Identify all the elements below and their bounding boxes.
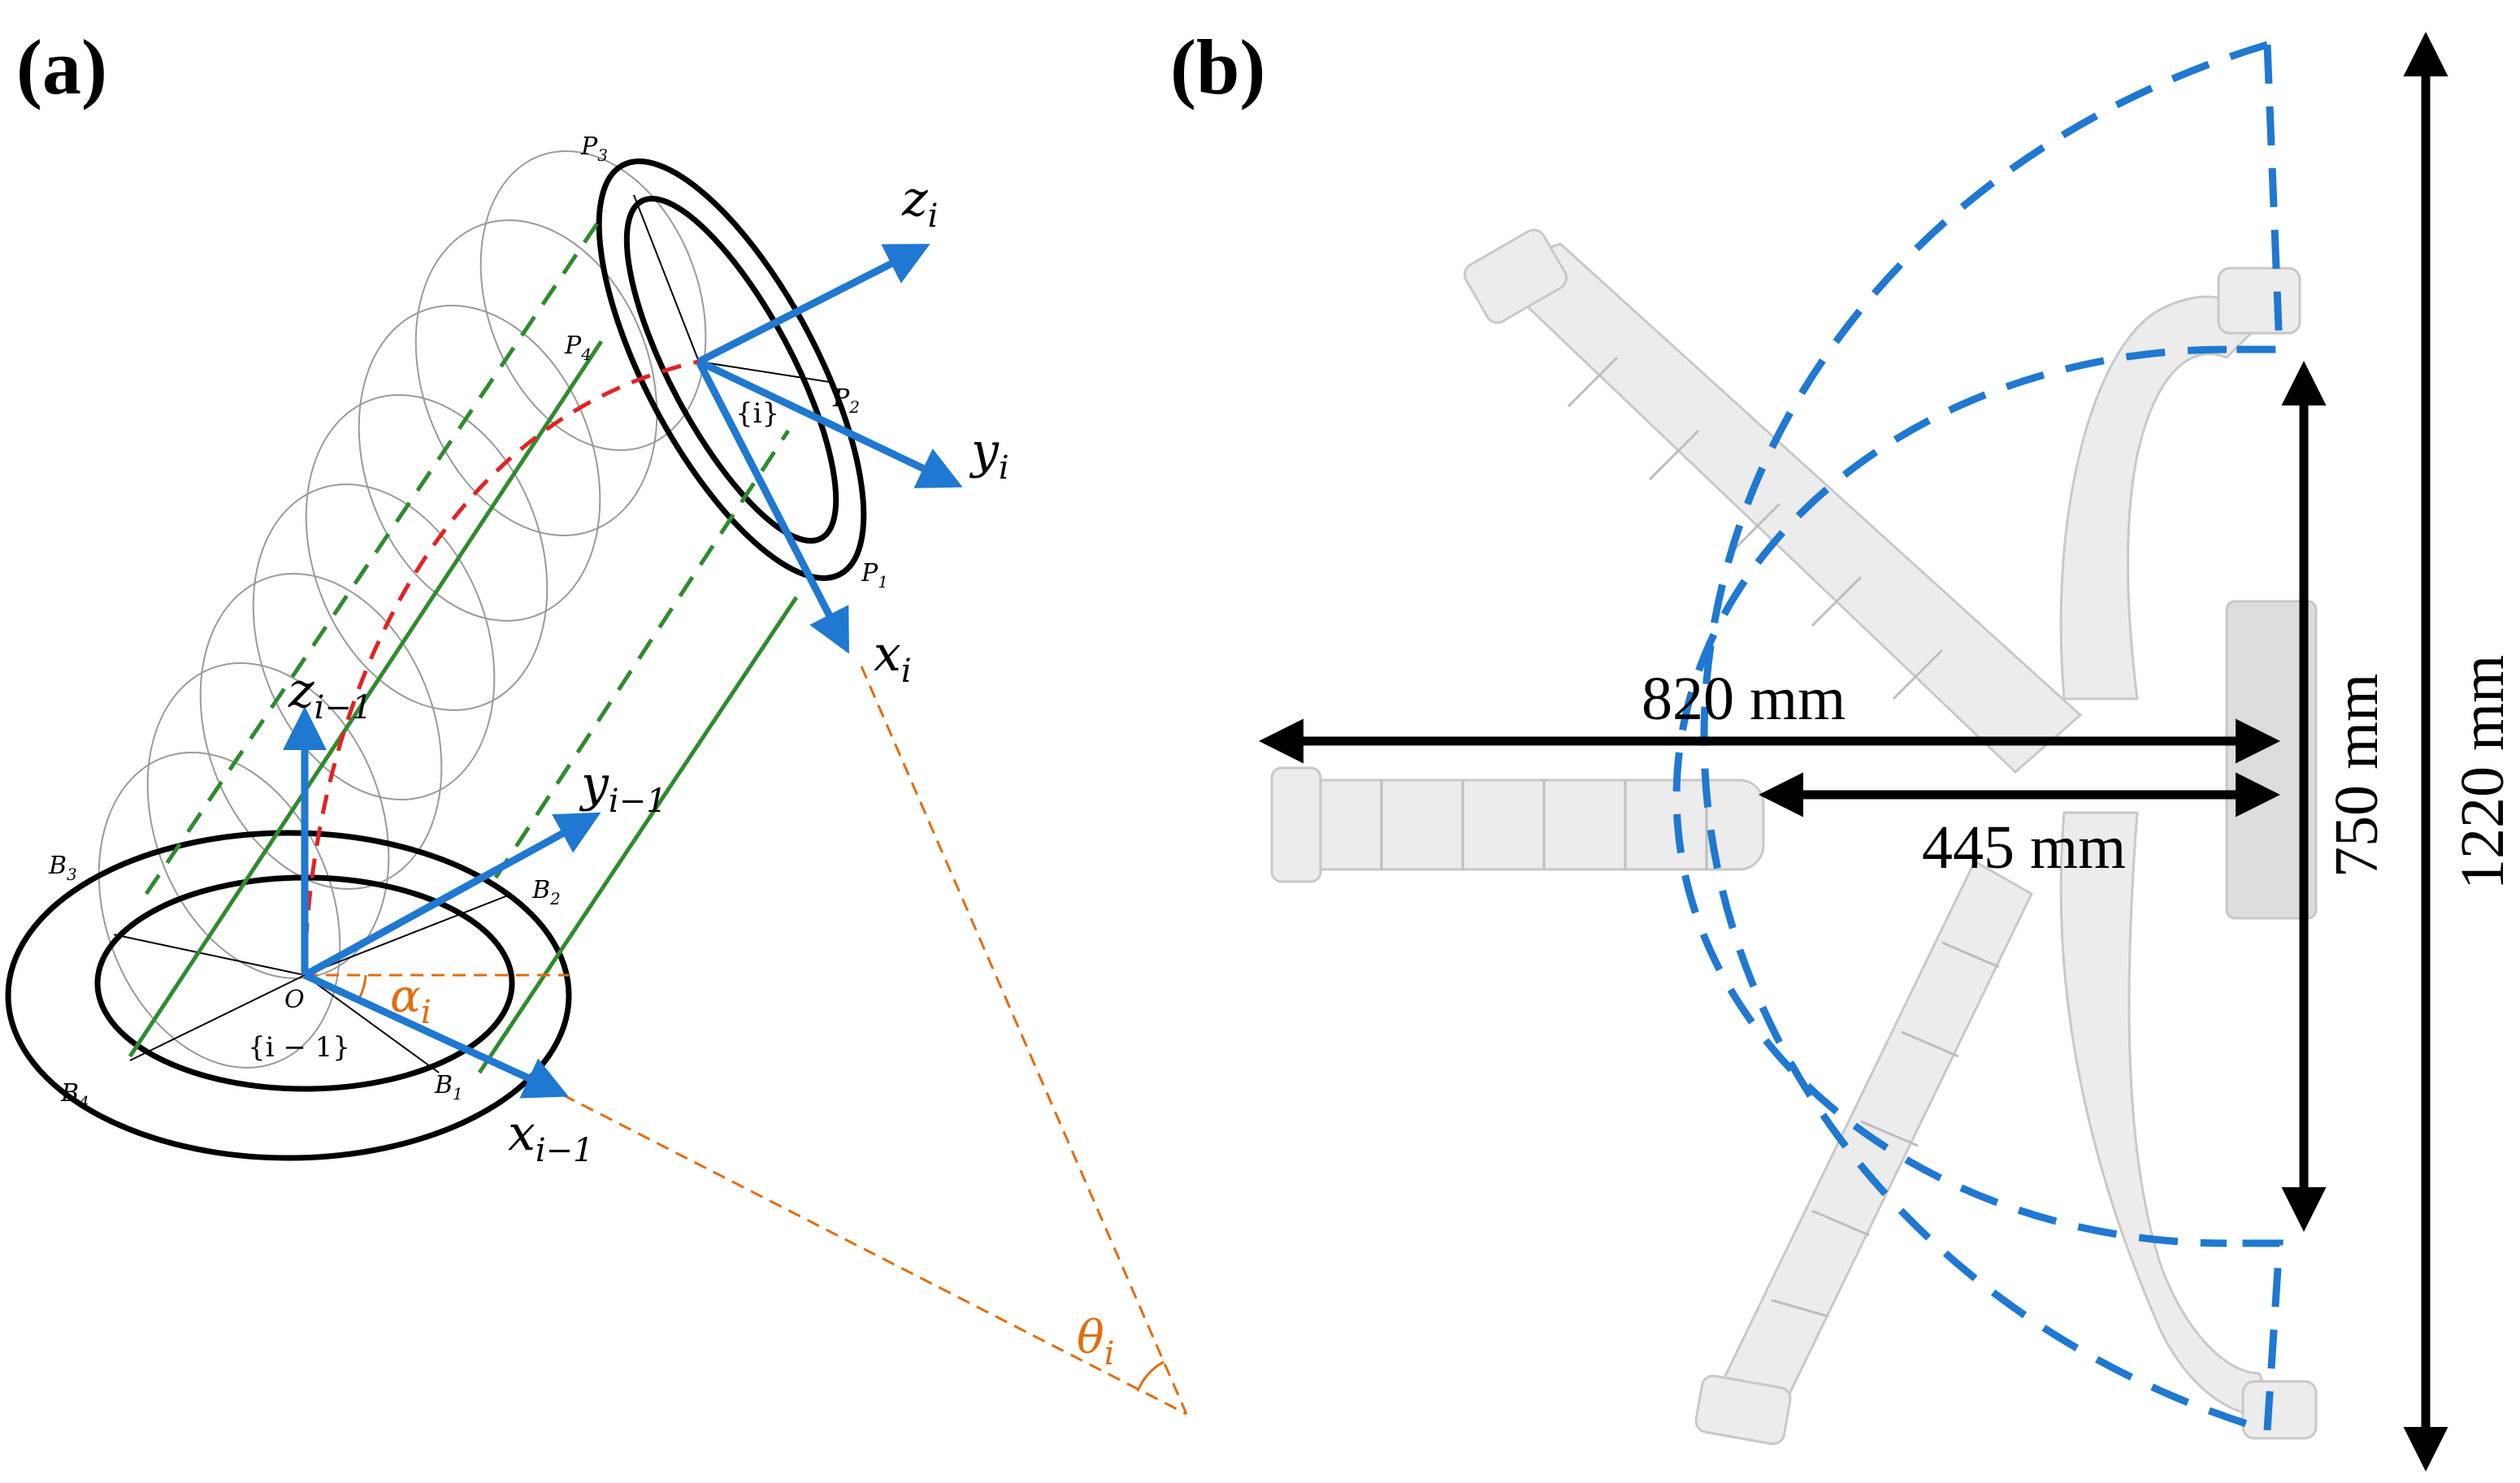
label-x-i: xi: [874, 626, 912, 690]
label-theta-i: θi: [1077, 1312, 1115, 1372]
bellows-body: [98, 150, 707, 1069]
label-b1: B1: [434, 1071, 463, 1104]
dimension-arrows: [1259, 31, 2448, 1472]
label-frame-i: {i}: [735, 397, 779, 430]
label-origin: O: [284, 986, 305, 1014]
label-p2: P2: [832, 384, 860, 417]
backbone-curve: [302, 359, 700, 976]
base-axes: [283, 706, 601, 1099]
actuator-lines: [128, 210, 799, 1074]
label-b2: B2: [531, 876, 561, 908]
top-end-plate: [596, 158, 867, 581]
dim-750: 750 mm: [2323, 674, 2391, 878]
label-b3: B3: [48, 852, 77, 884]
label-x-i-1: xi−1: [508, 1105, 594, 1169]
label-p1: P1: [861, 559, 888, 592]
label-b4: B4: [60, 1079, 89, 1112]
label-y-i: yi: [969, 423, 1009, 487]
angle-construction-lines: [305, 666, 1188, 1416]
frame-thin-lines: [113, 194, 830, 1073]
dim-1220: 1220 mm: [2448, 655, 2517, 890]
theta-arc: [1136, 1360, 1165, 1392]
label-z-i: zi: [901, 171, 938, 235]
label-p4: P4: [564, 332, 592, 364]
robot-arms: [1270, 228, 2318, 1446]
label-frame-i-1: {i − 1}: [248, 1031, 350, 1064]
dim-820: 820 mm: [1642, 665, 1846, 733]
label-z-i-1: zi−1: [288, 662, 372, 726]
label-y-i-1: yi−1: [579, 756, 667, 820]
panel-a-label: (a): [16, 24, 107, 111]
top-axes: [695, 244, 963, 654]
label-alpha-i: αi: [390, 970, 432, 1031]
label-p3: P3: [580, 132, 608, 165]
dim-445: 445 mm: [1922, 813, 2126, 882]
panel-b-label: (b): [1170, 24, 1265, 111]
